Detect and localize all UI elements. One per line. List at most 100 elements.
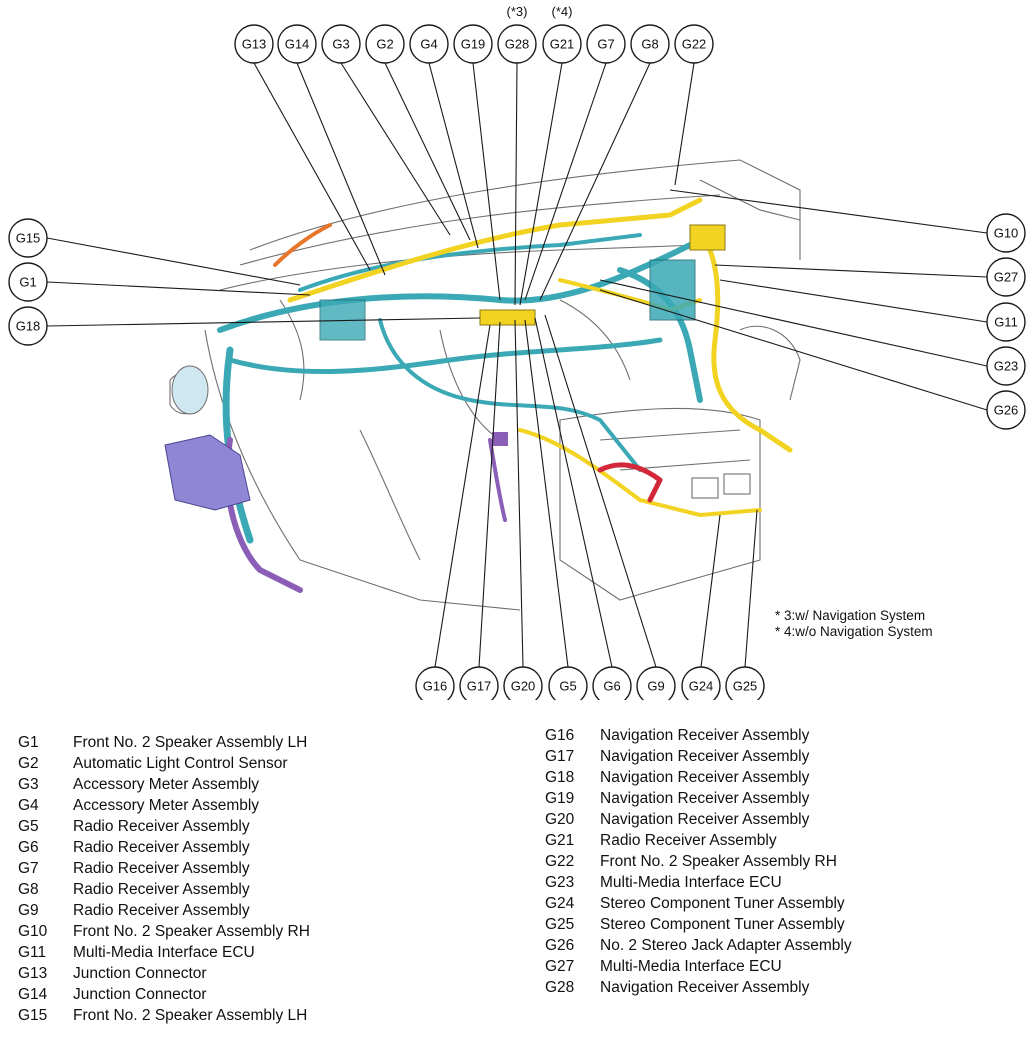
callout-label: G20 (511, 679, 536, 694)
callout-label: G25 (733, 679, 758, 694)
callout-circle (630, 24, 670, 64)
callout-circle (459, 666, 499, 700)
callout-circle (8, 306, 48, 346)
legend-code: G6 (18, 839, 39, 856)
leader-g16 (434, 324, 491, 668)
callout-label: G15 (16, 231, 41, 246)
legend-code: G9 (18, 902, 39, 919)
legend-item-g9: G9 Radio Receiver Assembly (18, 902, 418, 923)
legend-code: G26 (545, 937, 575, 954)
module-right-yellow (689, 224, 726, 251)
leader-g28 (514, 62, 518, 306)
callout-g1: G1 (8, 262, 48, 302)
legend-code: G7 (18, 860, 39, 877)
legend-description: Radio Receiver Assembly (73, 881, 250, 898)
callout-circle (986, 213, 1026, 253)
legend-code: G27 (545, 958, 575, 975)
callout-label: G14 (285, 37, 310, 52)
callout-label: G18 (16, 319, 41, 334)
legend-code: G4 (18, 797, 39, 814)
legend-item-g27: G27 Multi-Media Interface ECU (545, 958, 1015, 979)
callout-label: G23 (994, 359, 1019, 374)
callout-g16: G16 (415, 666, 455, 700)
callout-g9: G9 (636, 666, 676, 700)
callout-label: G6 (603, 679, 620, 694)
module-right (649, 259, 696, 321)
callout-g14: G14 (277, 24, 317, 64)
legend-description: No. 2 Stereo Jack Adapter Assembly (600, 937, 852, 954)
callout-g4: G4 (409, 24, 449, 64)
callout-g10: G10 (986, 213, 1026, 253)
callout-circle (548, 666, 588, 700)
callout-label: G13 (242, 37, 267, 52)
callout-g26: G26 (986, 390, 1026, 430)
leader-g19 (472, 62, 501, 301)
ecu-module-lh (164, 434, 251, 511)
callout-label: G8 (641, 37, 658, 52)
note-navigation-wo: * 4:w/o Navigation System (775, 624, 933, 639)
harness-orange (273, 223, 332, 267)
callout-g3: G3 (321, 24, 361, 64)
callout-circle (636, 666, 676, 700)
components (164, 224, 726, 511)
legend-description: Navigation Receiver Assembly (600, 748, 810, 765)
leader-lines (46, 62, 988, 668)
callout-label: G4 (420, 37, 437, 52)
legend-description: Front No. 2 Speaker Assembly LH (73, 1007, 308, 1024)
legend-description: Radio Receiver Assembly (73, 902, 250, 919)
leader-g5 (524, 319, 569, 668)
legend-code: G23 (545, 874, 575, 891)
legend-description: Navigation Receiver Assembly (600, 979, 810, 996)
legend-description: Multi-Media Interface ECU (73, 944, 255, 961)
legend-description: Multi-Media Interface ECU (600, 874, 782, 891)
leader-g15 (46, 237, 301, 286)
leader-g9 (544, 314, 657, 668)
leader-g14 (296, 62, 386, 276)
callout-circle (8, 262, 48, 302)
legend-description: Radio Receiver Assembly (73, 818, 250, 835)
leader-g8 (539, 62, 651, 301)
leader-g24 (700, 514, 721, 668)
module-purple-center (492, 432, 508, 446)
legend-code: G3 (18, 776, 39, 793)
legend-description: Stereo Component Tuner Assembly (600, 916, 845, 933)
callout-circle (321, 24, 361, 64)
legend-description: Navigation Receiver Assembly (600, 811, 810, 828)
legend-code: G18 (545, 769, 575, 786)
star-note-g21: (*4) (552, 4, 573, 19)
leader-g25 (744, 509, 758, 668)
speaker-lh (171, 365, 209, 415)
legend-code: G20 (545, 811, 575, 828)
legend-code: G8 (18, 881, 39, 898)
legend-description: Junction Connector (73, 986, 207, 1003)
callout-label: G26 (994, 403, 1019, 418)
callout-g13: G13 (234, 24, 274, 64)
callout-circle (542, 24, 582, 64)
legend-description: Multi-Media Interface ECU (600, 958, 782, 975)
callout-circle (409, 24, 449, 64)
callout-label: G1 (19, 275, 36, 290)
leader-g11 (719, 279, 988, 323)
callout-circle (277, 24, 317, 64)
callout-g22: G22 (674, 24, 714, 64)
legend-description: Front No. 2 Speaker Assembly RH (600, 853, 837, 870)
harness-yellow-top (287, 197, 703, 303)
legend-code: G1 (18, 734, 39, 751)
legend-description: Front No. 2 Speaker Assembly LH (73, 734, 308, 751)
legend-code: G22 (545, 853, 575, 870)
